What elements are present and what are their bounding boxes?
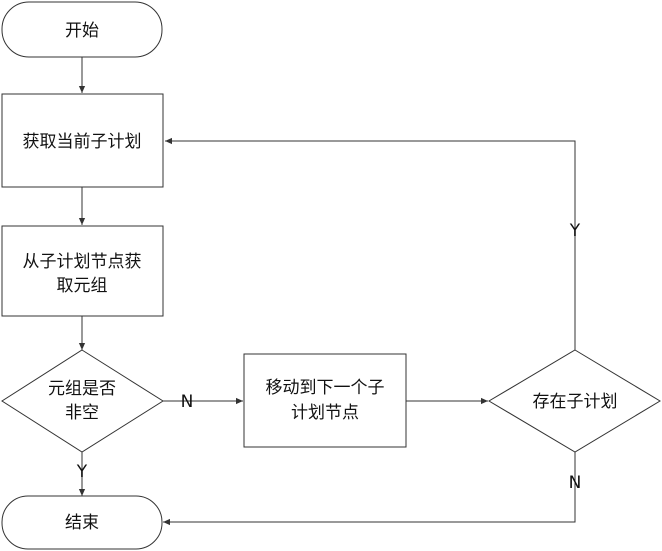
node-start-label: 开始 — [65, 21, 99, 41]
node-tuple-nonempty-decision — [1, 349, 164, 453]
node-move-next — [243, 353, 407, 448]
node-get-current-subplan — [1, 93, 164, 188]
node-get-tuple-label-line1: 从子计划节点获 — [23, 252, 142, 272]
node-get-tuple — [1, 225, 164, 317]
node-move-next-label-line1: 移动到下一个子 — [266, 378, 385, 398]
edge-label-has-yes: Y — [569, 221, 581, 241]
node-has-subplan-label: 存在子计划 — [533, 392, 618, 412]
node-get-current-subplan-label: 获取当前子计划 — [23, 132, 142, 152]
node-tuple-nonempty-label-line2: 非空 — [65, 403, 99, 423]
edge-has-subplan-yes-to-get-current — [165, 137, 576, 350]
node-has-subplan-decision — [488, 349, 661, 453]
node-end — [1, 495, 163, 550]
edge-label-nonempty-no: N — [181, 392, 194, 412]
node-tuple-nonempty-label-line1: 元组是否 — [48, 379, 116, 399]
edge-label-nonempty-yes: Y — [76, 462, 88, 482]
edge-has-subplan-no-to-end — [163, 452, 576, 526]
node-move-next-label-line2: 计划节点 — [291, 403, 359, 423]
node-end-label: 结束 — [65, 513, 99, 533]
edge-label-has-no: N — [569, 473, 582, 493]
node-start — [1, 1, 163, 58]
node-get-tuple-label-line2: 取元组 — [57, 276, 108, 296]
